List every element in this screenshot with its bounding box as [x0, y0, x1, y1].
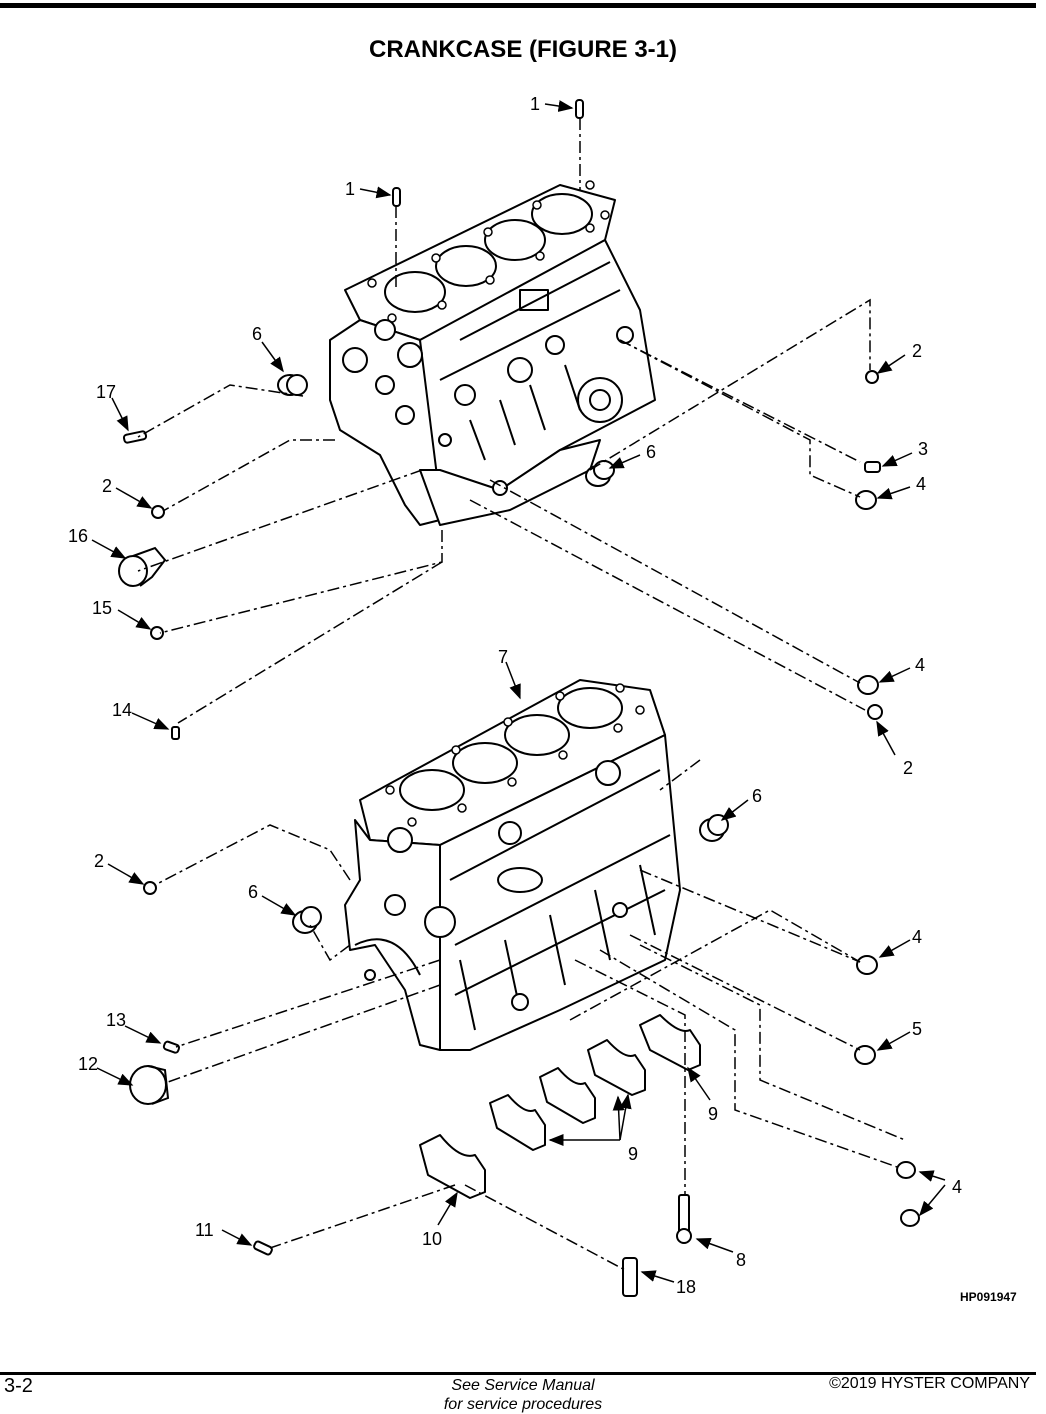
callout-9-right: 9 — [708, 1104, 718, 1124]
callout-4-upper: 4 — [916, 474, 926, 494]
callout-1-left: 1 — [345, 179, 355, 199]
callout-11: 11 — [195, 1220, 214, 1240]
callout-2-left-lower: 2 — [94, 851, 104, 871]
callout-2-upper-right: 2 — [912, 341, 922, 361]
callout-16: 16 — [68, 526, 88, 546]
leader-lines — [91, 100, 946, 1283]
callout-5: 5 — [912, 1019, 922, 1039]
callout-4-bottom: 4 — [952, 1177, 962, 1197]
callout-8: 8 — [736, 1250, 746, 1270]
callout-4-lower: 4 — [912, 927, 922, 947]
callout-6-upper-mid: 6 — [646, 442, 656, 462]
callout-4-mid: 4 — [915, 655, 925, 675]
service-manual-reference: See Service Manual — [451, 1377, 595, 1394]
service-manual-reference-cont: for service procedures — [443, 1396, 603, 1413]
callout-12: 12 — [78, 1054, 98, 1074]
top-rule — [0, 3, 1036, 8]
callout-6-upper-left: 6 — [252, 324, 262, 344]
callout-9-mid: 9 — [628, 1144, 638, 1164]
callout-7: 7 — [498, 647, 508, 667]
upper-crankcase-block — [329, 180, 656, 526]
callout-18: 18 — [676, 1277, 696, 1297]
copyright: ©2019 HYSTER COMPANY — [829, 1375, 1030, 1392]
callout-2-left-upper: 2 — [102, 476, 112, 496]
callout-6-lower-right: 6 — [752, 786, 762, 806]
callout-15: 15 — [92, 598, 112, 618]
page-number: 3-2 — [4, 1375, 33, 1397]
callout-13: 13 — [106, 1010, 126, 1030]
bottom-rule — [0, 1372, 1036, 1375]
callout-2-right-mid: 2 — [903, 758, 913, 778]
callout-labels: 1 1 2 3 4 6 6 17 2 16 15 7 14 4 2 6 2 6 … — [68, 94, 962, 1297]
callout-1-top: 1 — [530, 94, 540, 114]
exploded-parts-diagram: 1 1 2 3 4 6 6 17 2 16 15 7 14 4 2 6 2 6 … — [68, 94, 962, 1297]
callout-6-lower-left: 6 — [248, 882, 258, 902]
callout-17: 17 — [96, 382, 116, 402]
phantom-lines — [137, 118, 906, 1271]
figure-code: HP091947 — [960, 1290, 1017, 1304]
lower-crankcase-block — [344, 679, 681, 1051]
callout-14: 14 — [112, 700, 132, 720]
figure-title: CRANKCASE (FIGURE 3-1) — [368, 36, 677, 63]
callout-3: 3 — [918, 439, 928, 459]
callout-10: 10 — [422, 1229, 442, 1249]
